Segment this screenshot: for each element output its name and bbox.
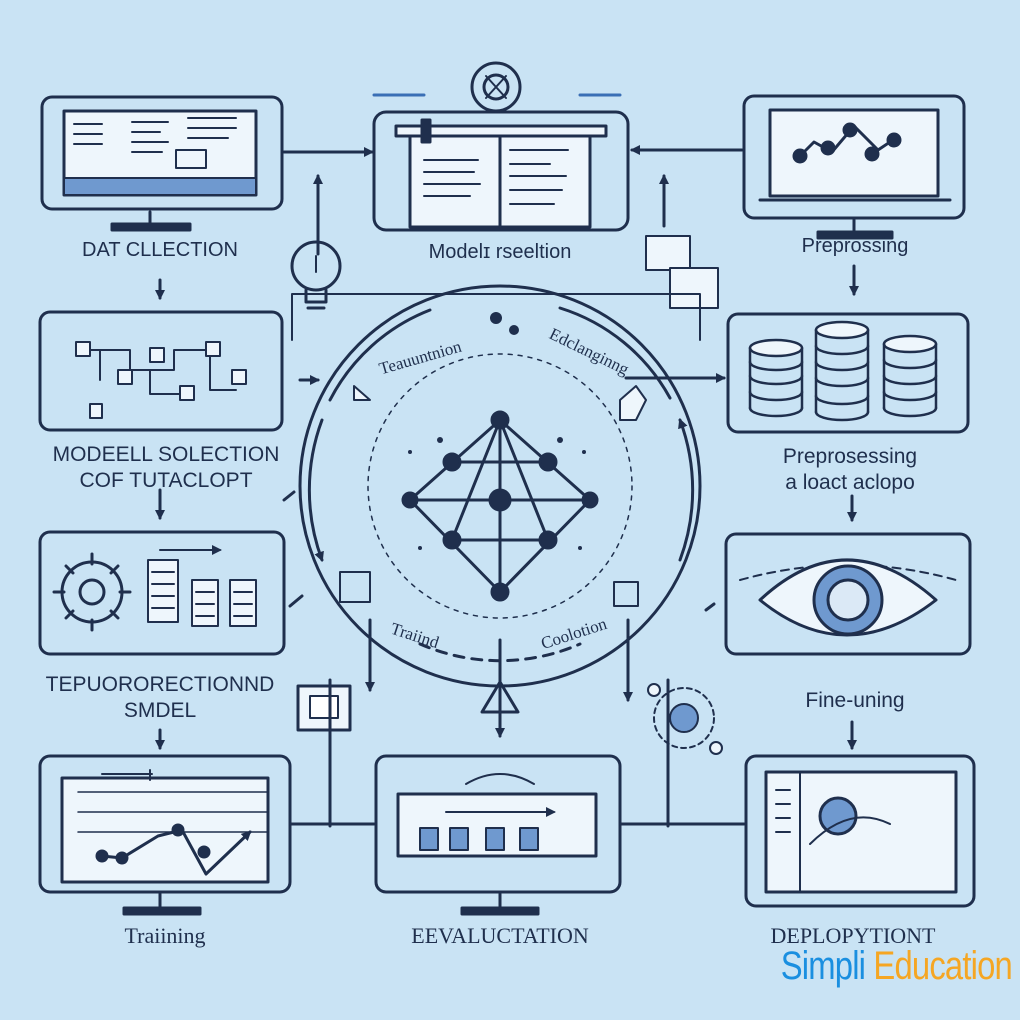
training-monitor [38, 754, 292, 916]
brand-part-2: Education [865, 944, 1012, 988]
brand-logo: Simpli Education [780, 944, 1013, 988]
central-cycle [298, 284, 702, 688]
label-preprocessing-mid-2: a loact aclopo [785, 471, 915, 494]
preprocessing-database-box [726, 312, 970, 434]
decorative-dots [408, 312, 586, 550]
label-model-selection-top: Modelɪ rseeltion [428, 241, 572, 263]
preprocessing-monitor [742, 94, 966, 240]
label-model-selection-mid-2: COF TUTACLOPT [79, 469, 253, 492]
deployment-monitor [744, 754, 976, 908]
brand-part-1: Simpli [780, 944, 866, 988]
label-data-collection: DAT CLLECTION [82, 239, 238, 261]
model-selection-book [372, 61, 630, 232]
label-preprocessing-mid-1: Preprosessing [782, 445, 918, 468]
label-fine-tuning: Fine-uning [805, 689, 905, 712]
card-icon [645, 235, 719, 309]
evaluation-monitor [374, 754, 622, 916]
label-deployment: DEPLOPYTIONT [770, 923, 936, 948]
label-evaluation: EEVALUCTATION [411, 923, 589, 948]
monitor-small-icon [296, 684, 352, 732]
connector-arrows [155, 145, 859, 828]
label-tepuoro-1: TEPUORORECTIONND [45, 673, 275, 696]
lightbulb-icon [290, 240, 342, 310]
data-collection-monitor [40, 95, 284, 232]
tepuoro-gear-box [38, 530, 286, 656]
model-selection-network-box [38, 310, 284, 432]
label-training: Traiining [124, 923, 206, 948]
circular-arrows-icon [647, 683, 723, 755]
label-tepuoro-2: SMDEL [123, 699, 197, 722]
fine-tuning-eye-box [724, 532, 972, 656]
label-model-selection-mid-1: MODEELL SOLECTION [52, 443, 280, 466]
bracket-icons [353, 385, 647, 421]
label-preprocessing-top: Preprossing [801, 235, 909, 257]
puzzle-icon [339, 571, 639, 607]
